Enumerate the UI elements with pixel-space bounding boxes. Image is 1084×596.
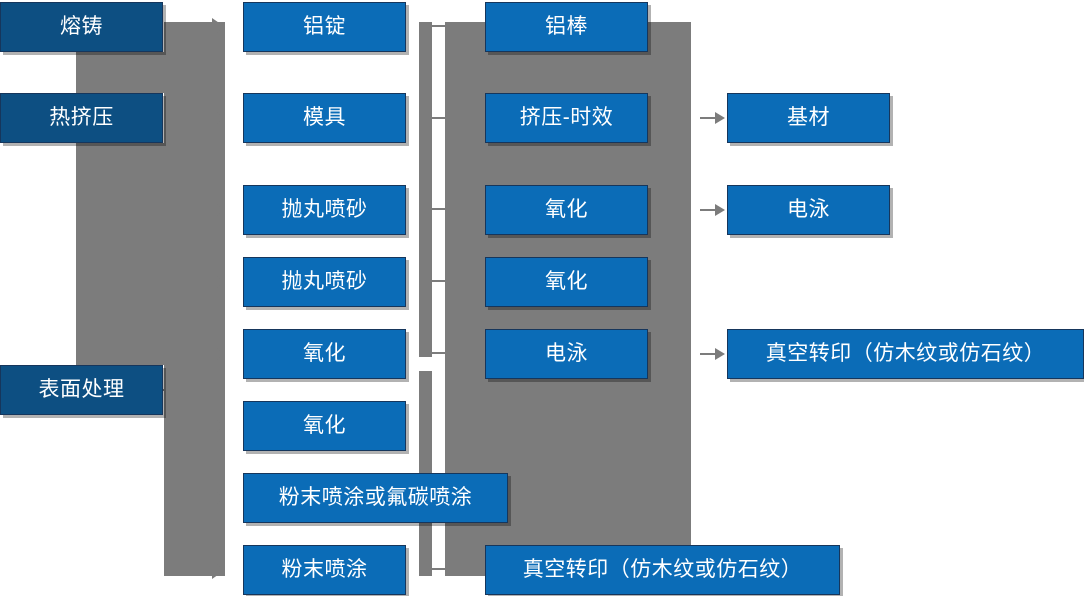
branch-arrow-2	[212, 109, 225, 127]
c4-base-material-label: 基材	[787, 106, 830, 130]
c3-oxidation-1-label: 氧化	[545, 198, 588, 222]
rail-tick-2	[431, 117, 446, 119]
branch-arrow-4	[212, 273, 225, 291]
stage-surface-treatment-label: 表面处理	[38, 378, 125, 402]
c3-extrude-aging[interactable]: 挤压-时效	[485, 93, 648, 143]
branch-arrow-5	[212, 345, 225, 363]
c3-aluminum-bar-label: 铝棒	[545, 15, 588, 39]
c4-electrophoresis[interactable]: 电泳	[727, 185, 890, 235]
rail-tick-1	[431, 25, 446, 27]
branch-arrow-3	[212, 201, 225, 219]
c3-oxidation-2-label: 氧化	[545, 270, 588, 294]
branch-arrow-6	[212, 417, 225, 435]
c3-electrophoresis-label: 电泳	[545, 342, 588, 366]
c2-shot-blast-2[interactable]: 抛丸喷砂	[243, 257, 406, 307]
output-arrow-electrophoresis	[700, 204, 725, 216]
stage-surface-treatment[interactable]: 表面处理	[0, 365, 163, 415]
c3-aluminum-bar[interactable]: 铝棒	[485, 2, 648, 52]
c2-shot-blast-1[interactable]: 抛丸喷砂	[243, 185, 406, 235]
c4-base-material[interactable]: 基材	[727, 93, 890, 143]
c2-shot-blast-2-label: 抛丸喷砂	[281, 270, 368, 294]
c2-powder-or-pvdf[interactable]: 粉末喷涂或氟碳喷涂	[243, 473, 508, 523]
c2-die[interactable]: 模具	[243, 93, 406, 143]
rail-tick-6	[431, 568, 446, 570]
c4-vacuum-transfer-label: 真空转印（仿木纹或仿石纹）	[765, 342, 1046, 366]
rail-tick-4	[431, 280, 446, 282]
stage-casting-label: 熔铸	[60, 15, 103, 39]
hot-extrusion-connector-stub	[76, 143, 164, 365]
branch-arrow-1	[212, 18, 225, 36]
c3-electrophoresis[interactable]: 电泳	[485, 329, 648, 379]
branch-arrow-8	[212, 561, 225, 579]
inner-rail-left	[419, 22, 432, 576]
output-arrow-vacuum-transfer	[700, 348, 725, 360]
c3-vacuum-transfer-label: 真空转印（仿木纹或仿石纹）	[522, 558, 803, 582]
c2-aluminum-ingot-label: 铝锭	[303, 15, 346, 39]
inner-arrow-electrophoresis	[655, 348, 680, 360]
c3-extrude-aging-label: 挤压-时效	[519, 106, 614, 130]
c3-oxidation-1[interactable]: 氧化	[485, 185, 648, 235]
c2-oxidation-2[interactable]: 氧化	[243, 401, 406, 451]
c3-vacuum-transfer[interactable]: 真空转印（仿木纹或仿石纹）	[485, 545, 840, 595]
c3-oxidation-2[interactable]: 氧化	[485, 257, 648, 307]
stage-hot-extrusion-label: 热挤压	[49, 106, 114, 130]
output-arrow-base-material	[700, 112, 725, 124]
stage-hot-extrusion[interactable]: 热挤压	[0, 93, 163, 143]
rail-tick-3	[431, 208, 446, 210]
c4-vacuum-transfer[interactable]: 真空转印（仿木纹或仿石纹）	[727, 329, 1084, 379]
c4-electrophoresis-label: 电泳	[787, 198, 830, 222]
c2-powder-coat-label: 粉末喷涂	[281, 558, 368, 582]
branch-arrow-7	[212, 489, 225, 507]
casting-connector-stub	[76, 52, 164, 93]
rail-gap	[419, 357, 432, 371]
c2-aluminum-ingot[interactable]: 铝锭	[243, 2, 406, 52]
c2-shot-blast-1-label: 抛丸喷砂	[281, 198, 368, 222]
c2-oxidation-2-label: 氧化	[303, 414, 346, 438]
c2-powder-coat[interactable]: 粉末喷涂	[243, 545, 406, 595]
stage-casting[interactable]: 熔铸	[0, 2, 163, 52]
rail-tick-5	[431, 352, 446, 354]
c2-oxidation-1[interactable]: 氧化	[243, 329, 406, 379]
c2-oxidation-1-label: 氧化	[303, 342, 346, 366]
c2-die-label: 模具	[303, 106, 346, 130]
surface-treatment-connector-line	[163, 389, 195, 391]
c2-powder-or-pvdf-label: 粉末喷涂或氟碳喷涂	[278, 486, 473, 510]
